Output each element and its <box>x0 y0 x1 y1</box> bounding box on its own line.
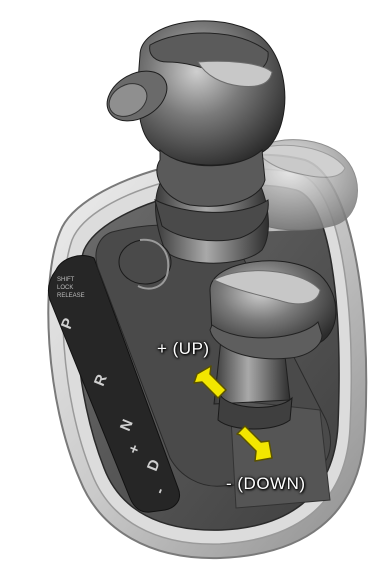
shift-up-label: + (UP) <box>157 339 210 359</box>
strip-tiny-text: LOCK <box>57 285 73 291</box>
strip-tiny-text: RELEASE <box>57 293 85 299</box>
strip-tiny-text: SHIFT <box>57 277 75 283</box>
shift-down-label: - (DOWN) <box>226 474 306 494</box>
